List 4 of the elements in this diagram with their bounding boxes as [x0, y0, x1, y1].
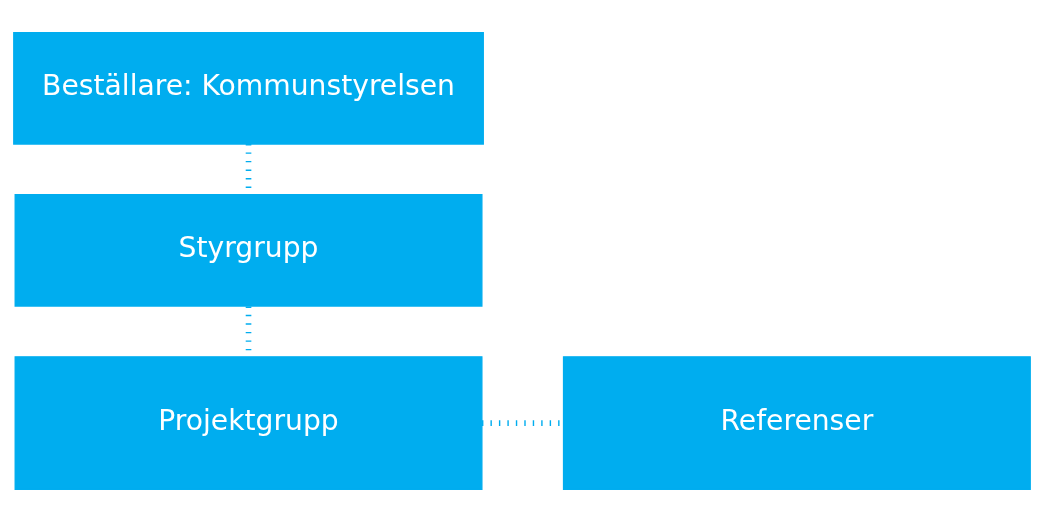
node-box: Beställare: Kommunstyrelsen — [13, 31, 484, 145]
node-box: Styrgrupp — [14, 194, 483, 307]
node-box: Projektgrupp — [14, 356, 483, 491]
node-box: Referenser — [562, 356, 1031, 491]
